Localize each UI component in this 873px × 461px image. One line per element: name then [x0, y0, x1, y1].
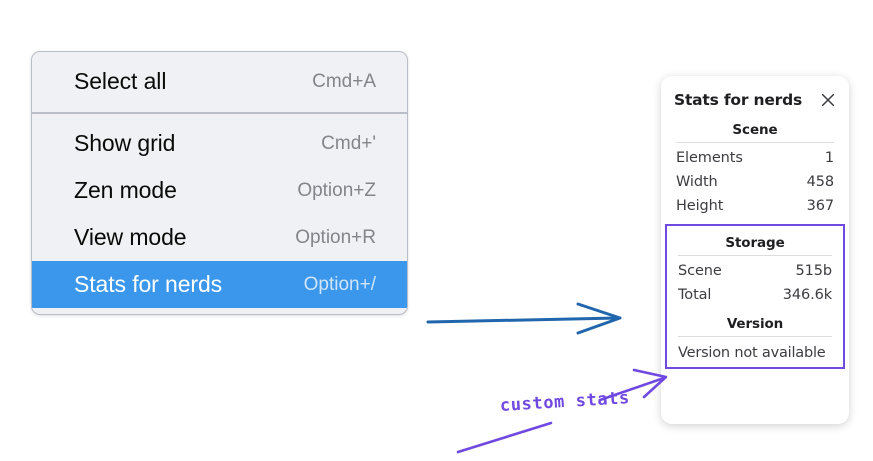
- stat-row: Elements 1: [676, 146, 834, 170]
- stat-row: Scene 515b: [678, 259, 832, 283]
- custom-stats-highlight-box: Storage Scene 515b Total 346.6k Version …: [665, 224, 845, 369]
- menu-item-label: Stats for nerds: [74, 271, 223, 297]
- divider: [676, 142, 834, 143]
- section-heading-storage: Storage: [725, 235, 785, 251]
- stat-value: 515b: [795, 263, 833, 279]
- menu-item-shortcut: Cmd+A: [312, 70, 376, 92]
- menu-item-shortcut: Option+/: [303, 273, 376, 295]
- menu-group-2: Show grid Cmd+' Zen mode Option+Z View m…: [32, 112, 407, 314]
- version-value: Version not available: [678, 345, 826, 361]
- stat-value: 1: [824, 150, 834, 166]
- stat-row: Total 346.6k: [678, 283, 832, 307]
- menu-item-label: Show grid: [74, 130, 176, 156]
- panel-title: Stats for nerds: [674, 91, 803, 109]
- panel-header: Stats for nerds: [672, 87, 838, 113]
- menu-item-show-grid[interactable]: Show grid Cmd+': [32, 120, 407, 167]
- menu-item-stats-for-nerds[interactable]: Stats for nerds Option+/: [32, 261, 407, 308]
- menu-item-select-all[interactable]: Select all Cmd+A: [32, 58, 407, 105]
- menu-item-shortcut: Cmd+': [321, 132, 376, 154]
- custom-stats-annotation-label: custom stats: [499, 388, 631, 416]
- section-storage: Storage Scene 515b Total 346.6k: [674, 226, 836, 307]
- stat-value: 367: [806, 198, 834, 214]
- divider: [678, 336, 832, 337]
- purple-underline-stroke: [456, 421, 553, 454]
- stat-row: Height 367: [676, 194, 834, 218]
- stat-value: 458: [806, 174, 834, 190]
- stat-key: Scene: [678, 263, 722, 279]
- menu-item-label: View mode: [74, 224, 187, 250]
- menu-item-view-mode[interactable]: View mode Option+R: [32, 214, 407, 261]
- stat-key: Elements: [676, 150, 743, 166]
- divider: [678, 255, 832, 256]
- menu-group-1: Select all Cmd+A: [32, 52, 407, 112]
- section-heading-version: Version: [726, 316, 784, 332]
- section-scene: Scene Elements 1 Width 458 Height 367: [672, 113, 838, 218]
- section-version: Version Version not available: [674, 307, 836, 363]
- stats-for-nerds-panel: Stats for nerds Scene Elements 1 Width 4…: [661, 76, 849, 424]
- context-menu[interactable]: Select all Cmd+A Show grid Cmd+' Zen mod…: [31, 51, 408, 315]
- section-heading-scene: Scene: [732, 122, 778, 138]
- menu-item-shortcut: Option+Z: [297, 179, 376, 201]
- blue-arrow: [426, 302, 622, 335]
- menu-item-shortcut: Option+R: [295, 226, 376, 248]
- menu-item-zen-mode[interactable]: Zen mode Option+Z: [32, 167, 407, 214]
- stat-key: Width: [676, 174, 718, 190]
- stat-key: Total: [678, 287, 712, 303]
- stat-row: Width 458: [676, 170, 834, 194]
- stat-value: 346.6k: [782, 287, 832, 303]
- menu-item-label: Select all: [74, 68, 167, 94]
- close-icon[interactable]: [819, 91, 837, 109]
- menu-item-label: Zen mode: [74, 177, 177, 203]
- stat-key: Height: [676, 198, 724, 214]
